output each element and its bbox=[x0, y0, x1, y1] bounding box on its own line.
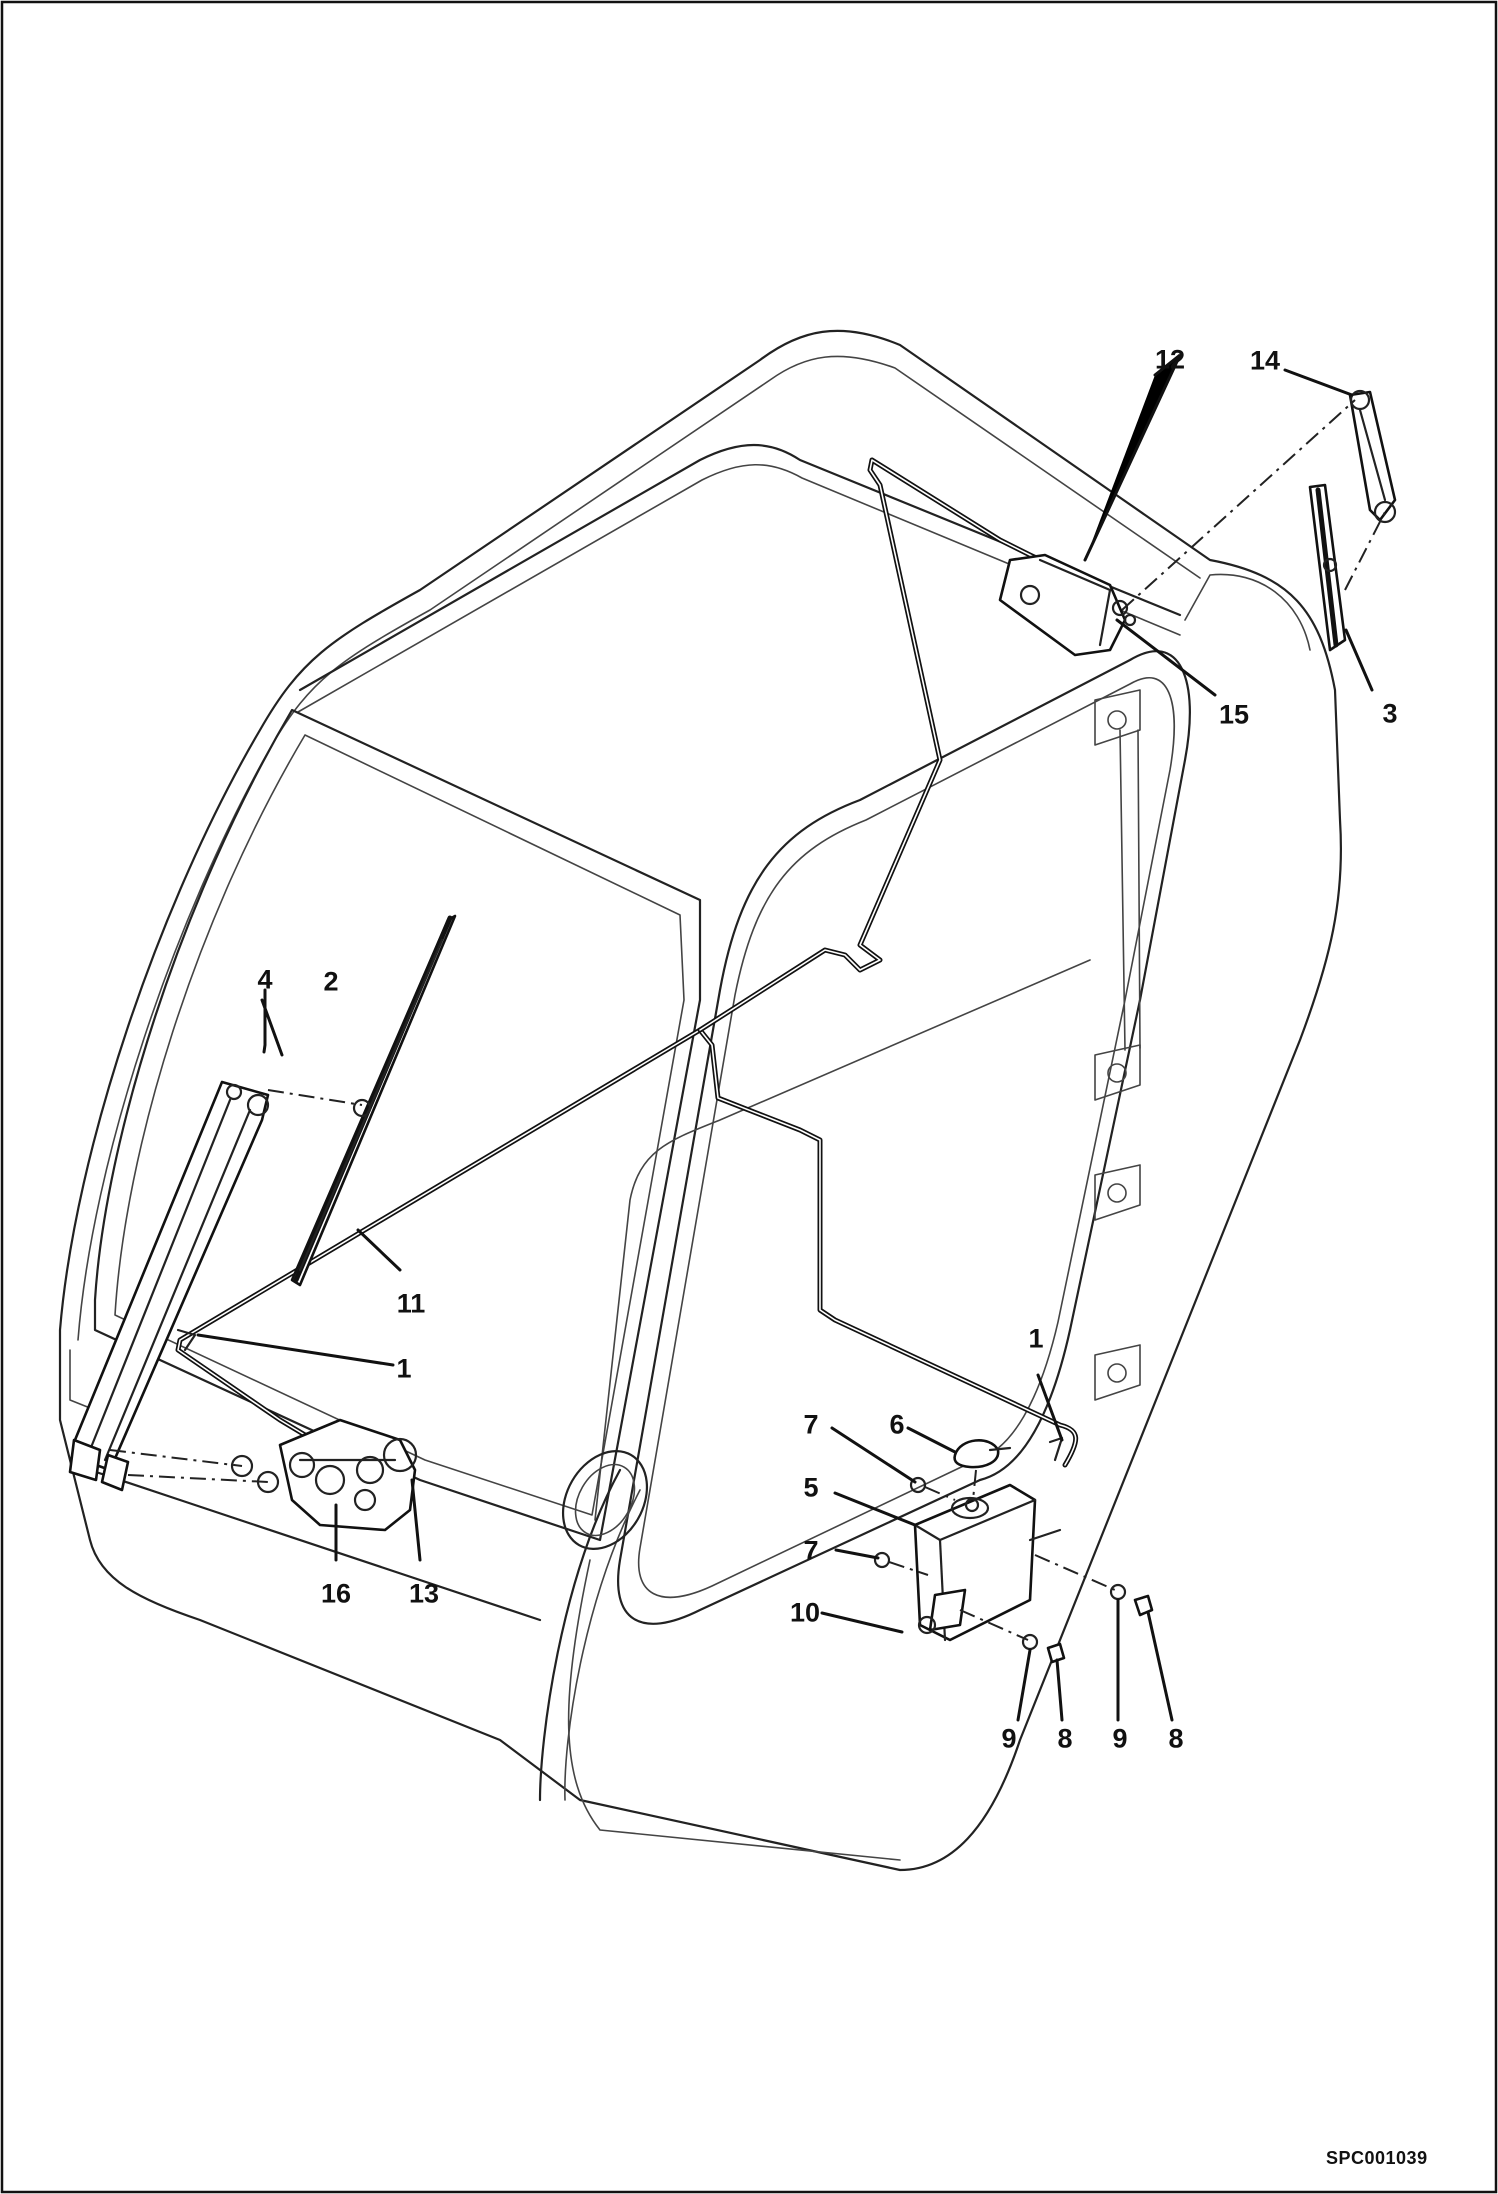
rear-wiper-blade bbox=[1308, 483, 1347, 652]
hose-clip-upper bbox=[909, 1476, 927, 1494]
callout-1-front: 1 bbox=[396, 1353, 412, 1384]
callout-1-rear: 1 bbox=[1028, 1323, 1044, 1354]
rear-wiper-motor bbox=[998, 553, 1137, 657]
callout-5: 5 bbox=[803, 1472, 819, 1503]
front-wiper-arm bbox=[68, 1080, 270, 1492]
drawing-code: SPC001039 bbox=[1326, 2148, 1428, 2168]
callout-16: 16 bbox=[320, 1578, 352, 1609]
callout-8-left: 8 bbox=[1057, 1723, 1073, 1754]
callout-9-left: 9 bbox=[1001, 1723, 1017, 1754]
callout-9-right: 9 bbox=[1112, 1723, 1128, 1754]
callout-11: 11 bbox=[396, 1288, 426, 1319]
mounting-hardware bbox=[1021, 1583, 1154, 1664]
reservoir-cap bbox=[953, 1439, 1012, 1469]
callout-15: 15 bbox=[1218, 699, 1250, 730]
front-wiper-blade bbox=[290, 914, 457, 1287]
washer-nozzle-rear bbox=[1048, 1436, 1064, 1462]
front-wiper-motor bbox=[230, 1418, 418, 1532]
callout-8-right: 8 bbox=[1168, 1723, 1184, 1754]
washer-hose-front bbox=[175, 1027, 1079, 1468]
callout-12: 12 bbox=[1154, 344, 1186, 375]
callout-leaders bbox=[196, 353, 1374, 1722]
callout-7-lower: 7 bbox=[803, 1535, 819, 1566]
washer-nozzle-front bbox=[176, 1328, 197, 1352]
rear-wiper-arm bbox=[1348, 389, 1397, 524]
washer-hose-rear bbox=[697, 457, 1053, 1033]
callout-3: 3 bbox=[1382, 698, 1398, 729]
callout-6: 6 bbox=[889, 1409, 905, 1440]
callout-14: 14 bbox=[1249, 345, 1281, 376]
callout-7-upper: 7 bbox=[803, 1409, 819, 1440]
hose-clip-lower bbox=[873, 1551, 891, 1569]
assembly-centerlines bbox=[109, 399, 1386, 1641]
callout-4: 4 bbox=[257, 964, 273, 995]
washer-reservoir bbox=[913, 1483, 1062, 1642]
callout-2: 2 bbox=[323, 966, 339, 997]
callout-13: 13 bbox=[408, 1578, 440, 1609]
callout-10: 10 bbox=[789, 1597, 821, 1628]
